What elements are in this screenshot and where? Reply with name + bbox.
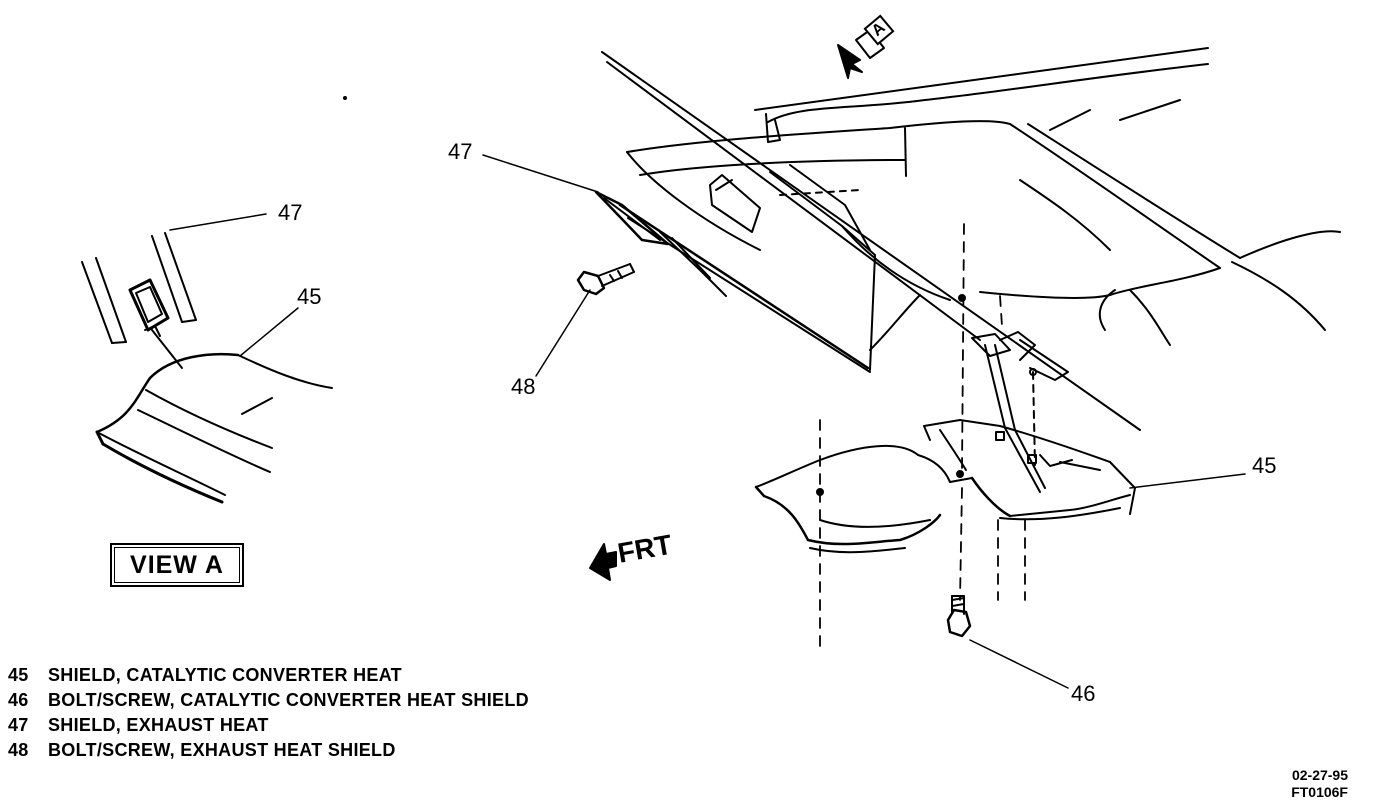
underbody-floor-pan xyxy=(601,47,1341,431)
view-a-heat-shield xyxy=(95,352,333,504)
main-callout-47: 47 xyxy=(448,139,473,164)
parts-legend: 45 SHIELD, CATALYTIC CONVERTER HEAT 46 B… xyxy=(8,663,529,763)
alignment-lines xyxy=(819,223,1026,653)
legend-item-text: BOLT/SCREW, EXHAUST HEAT SHIELD xyxy=(48,740,396,760)
view-a-clip xyxy=(128,278,170,337)
main-callout-45: 45 xyxy=(1252,453,1277,478)
view-a-label-text: VIEW A xyxy=(130,550,224,579)
view-a-detail xyxy=(81,213,333,504)
view-a-callout-47: 47 xyxy=(278,200,303,225)
main-callout-48: 48 xyxy=(511,374,536,399)
legend-item-text: SHIELD, CATALYTIC CONVERTER HEAT xyxy=(48,665,402,685)
legend-item-number: 48 xyxy=(8,740,29,760)
legend-item: 47 SHIELD, EXHAUST HEAT xyxy=(8,713,529,738)
view-a-direction-arrow xyxy=(837,29,885,79)
bolt-46 xyxy=(946,595,972,638)
figure-date: 02-27-95 xyxy=(1291,767,1348,783)
legend-item-number: 46 xyxy=(8,690,29,710)
legend-item-text: BOLT/SCREW, CATALYTIC CONVERTER HEAT SHI… xyxy=(48,690,529,710)
figure-code: FT0106F xyxy=(1291,784,1348,800)
legend-item-text: SHIELD, EXHAUST HEAT xyxy=(48,715,269,735)
leader-lines xyxy=(482,154,1069,689)
view-a-callout-45: 45 xyxy=(297,284,322,309)
legend-item-number: 47 xyxy=(8,715,29,735)
front-direction-arrow xyxy=(589,543,617,581)
figure-footer: 02-27-95 FT0106F xyxy=(1291,767,1348,801)
legend-item: 45 SHIELD, CATALYTIC CONVERTER HEAT xyxy=(8,663,529,688)
exhaust-heat-shield xyxy=(594,164,951,373)
exhaust-hanger-bracket xyxy=(971,331,1069,493)
catalytic-converter-heat-shield xyxy=(754,419,1246,554)
view-a-label: VIEW A xyxy=(110,543,244,587)
main-callout-46: 46 xyxy=(1071,681,1096,706)
legend-item-number: 45 xyxy=(8,665,29,685)
bolt-48 xyxy=(576,263,635,296)
legend-item: 46 BOLT/SCREW, CATALYTIC CONVERTER HEAT … xyxy=(8,688,529,713)
legend-item: 48 BOLT/SCREW, EXHAUST HEAT SHIELD xyxy=(8,738,529,763)
